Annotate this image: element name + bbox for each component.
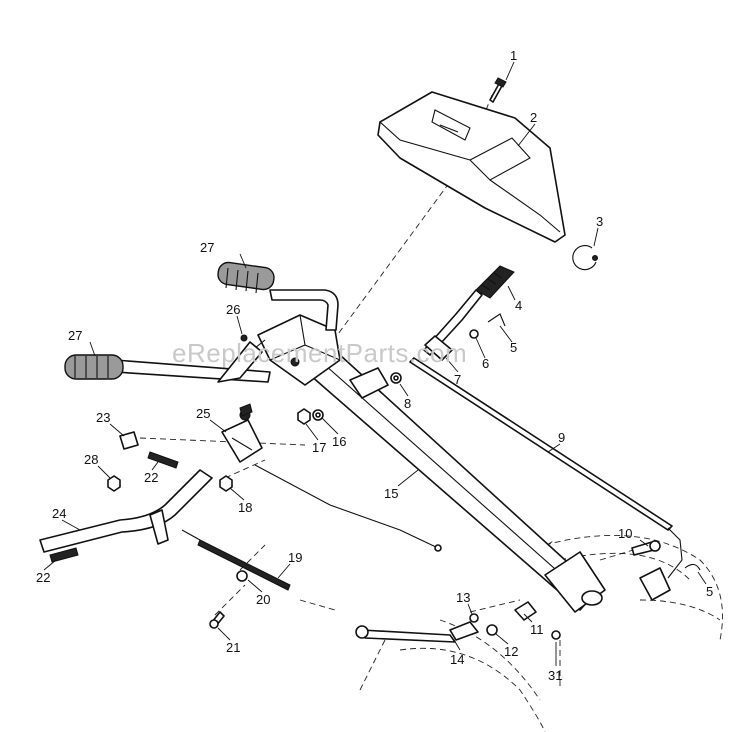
callout-25: 25 xyxy=(196,406,210,421)
washer-12 xyxy=(486,624,498,636)
clutch-lever-24 xyxy=(39,469,213,553)
callout-14: 14 xyxy=(450,652,464,667)
nut-17 xyxy=(297,408,311,425)
control-rod-9 xyxy=(409,357,683,579)
callout-7: 7 xyxy=(454,372,461,387)
callout-10: 10 xyxy=(618,526,632,541)
bolt-21 xyxy=(209,611,225,629)
callout-3: 3 xyxy=(596,214,603,229)
screw-10 xyxy=(631,540,661,556)
pivot-block-25 xyxy=(221,403,263,463)
callout-numbers: 1 2 3 4 5 5 6 7 8 9 10 11 12 13 14 15 16… xyxy=(36,48,713,683)
washer-13 xyxy=(469,613,479,623)
tractor-body-outline xyxy=(399,534,723,732)
nut-18 xyxy=(219,475,233,492)
callout-31: 31 xyxy=(548,668,562,683)
callout-24: 24 xyxy=(52,506,66,521)
hand-grip-27-lower xyxy=(64,354,124,380)
callout-4: 4 xyxy=(515,298,522,313)
nut-28 xyxy=(107,475,121,492)
callout-23: 23 xyxy=(96,410,110,425)
washer-31 xyxy=(551,630,561,640)
callout-8: 8 xyxy=(404,396,411,411)
callout-16: 16 xyxy=(332,434,346,449)
hand-grip-27-upper xyxy=(217,261,275,294)
callout-28: 28 xyxy=(84,452,98,467)
dash-cover xyxy=(377,91,566,243)
callout-5-upper: 5 xyxy=(510,340,517,355)
callout-22-lower: 22 xyxy=(36,570,50,585)
callout-27-upper: 27 xyxy=(200,240,214,255)
lever-14 xyxy=(355,621,479,643)
callout-5-lower: 5 xyxy=(706,584,713,599)
spring-22-upper xyxy=(147,451,179,469)
callout-18: 18 xyxy=(238,500,252,515)
callout-12: 12 xyxy=(504,644,518,659)
callout-13: 13 xyxy=(456,590,470,605)
callout-1: 1 xyxy=(510,48,517,63)
screw-1 xyxy=(489,77,507,103)
lift-lever xyxy=(423,265,515,361)
control-cable xyxy=(254,464,442,552)
callout-26: 26 xyxy=(226,302,240,317)
callout-20: 20 xyxy=(256,592,270,607)
callout-6: 6 xyxy=(482,356,489,371)
rod-end-bracket xyxy=(639,563,701,601)
spring-clip-3 xyxy=(572,245,598,271)
tension-rod-19 xyxy=(181,529,291,591)
upper-handle-bracket xyxy=(257,314,389,399)
spring-20 xyxy=(236,570,248,582)
callout-21: 21 xyxy=(226,640,240,655)
callout-17: 17 xyxy=(312,440,326,455)
callout-27-lower: 27 xyxy=(68,328,82,343)
callout-9: 9 xyxy=(558,430,565,445)
hardware-11 xyxy=(514,601,537,621)
washer-16 xyxy=(312,409,324,421)
callout-leader-lines xyxy=(43,61,707,666)
callout-19: 19 xyxy=(288,550,302,565)
clip-23 xyxy=(119,431,139,450)
callout-2: 2 xyxy=(530,110,537,125)
handle-bracket-26 xyxy=(217,334,263,383)
spring-22-lower xyxy=(49,547,79,563)
lever-fasteners xyxy=(390,313,506,384)
callout-11: 11 xyxy=(530,622,544,637)
callout-15: 15 xyxy=(384,486,398,501)
callout-22-upper: 22 xyxy=(144,470,158,485)
watermark-text: eReplacementParts.com xyxy=(172,338,467,368)
